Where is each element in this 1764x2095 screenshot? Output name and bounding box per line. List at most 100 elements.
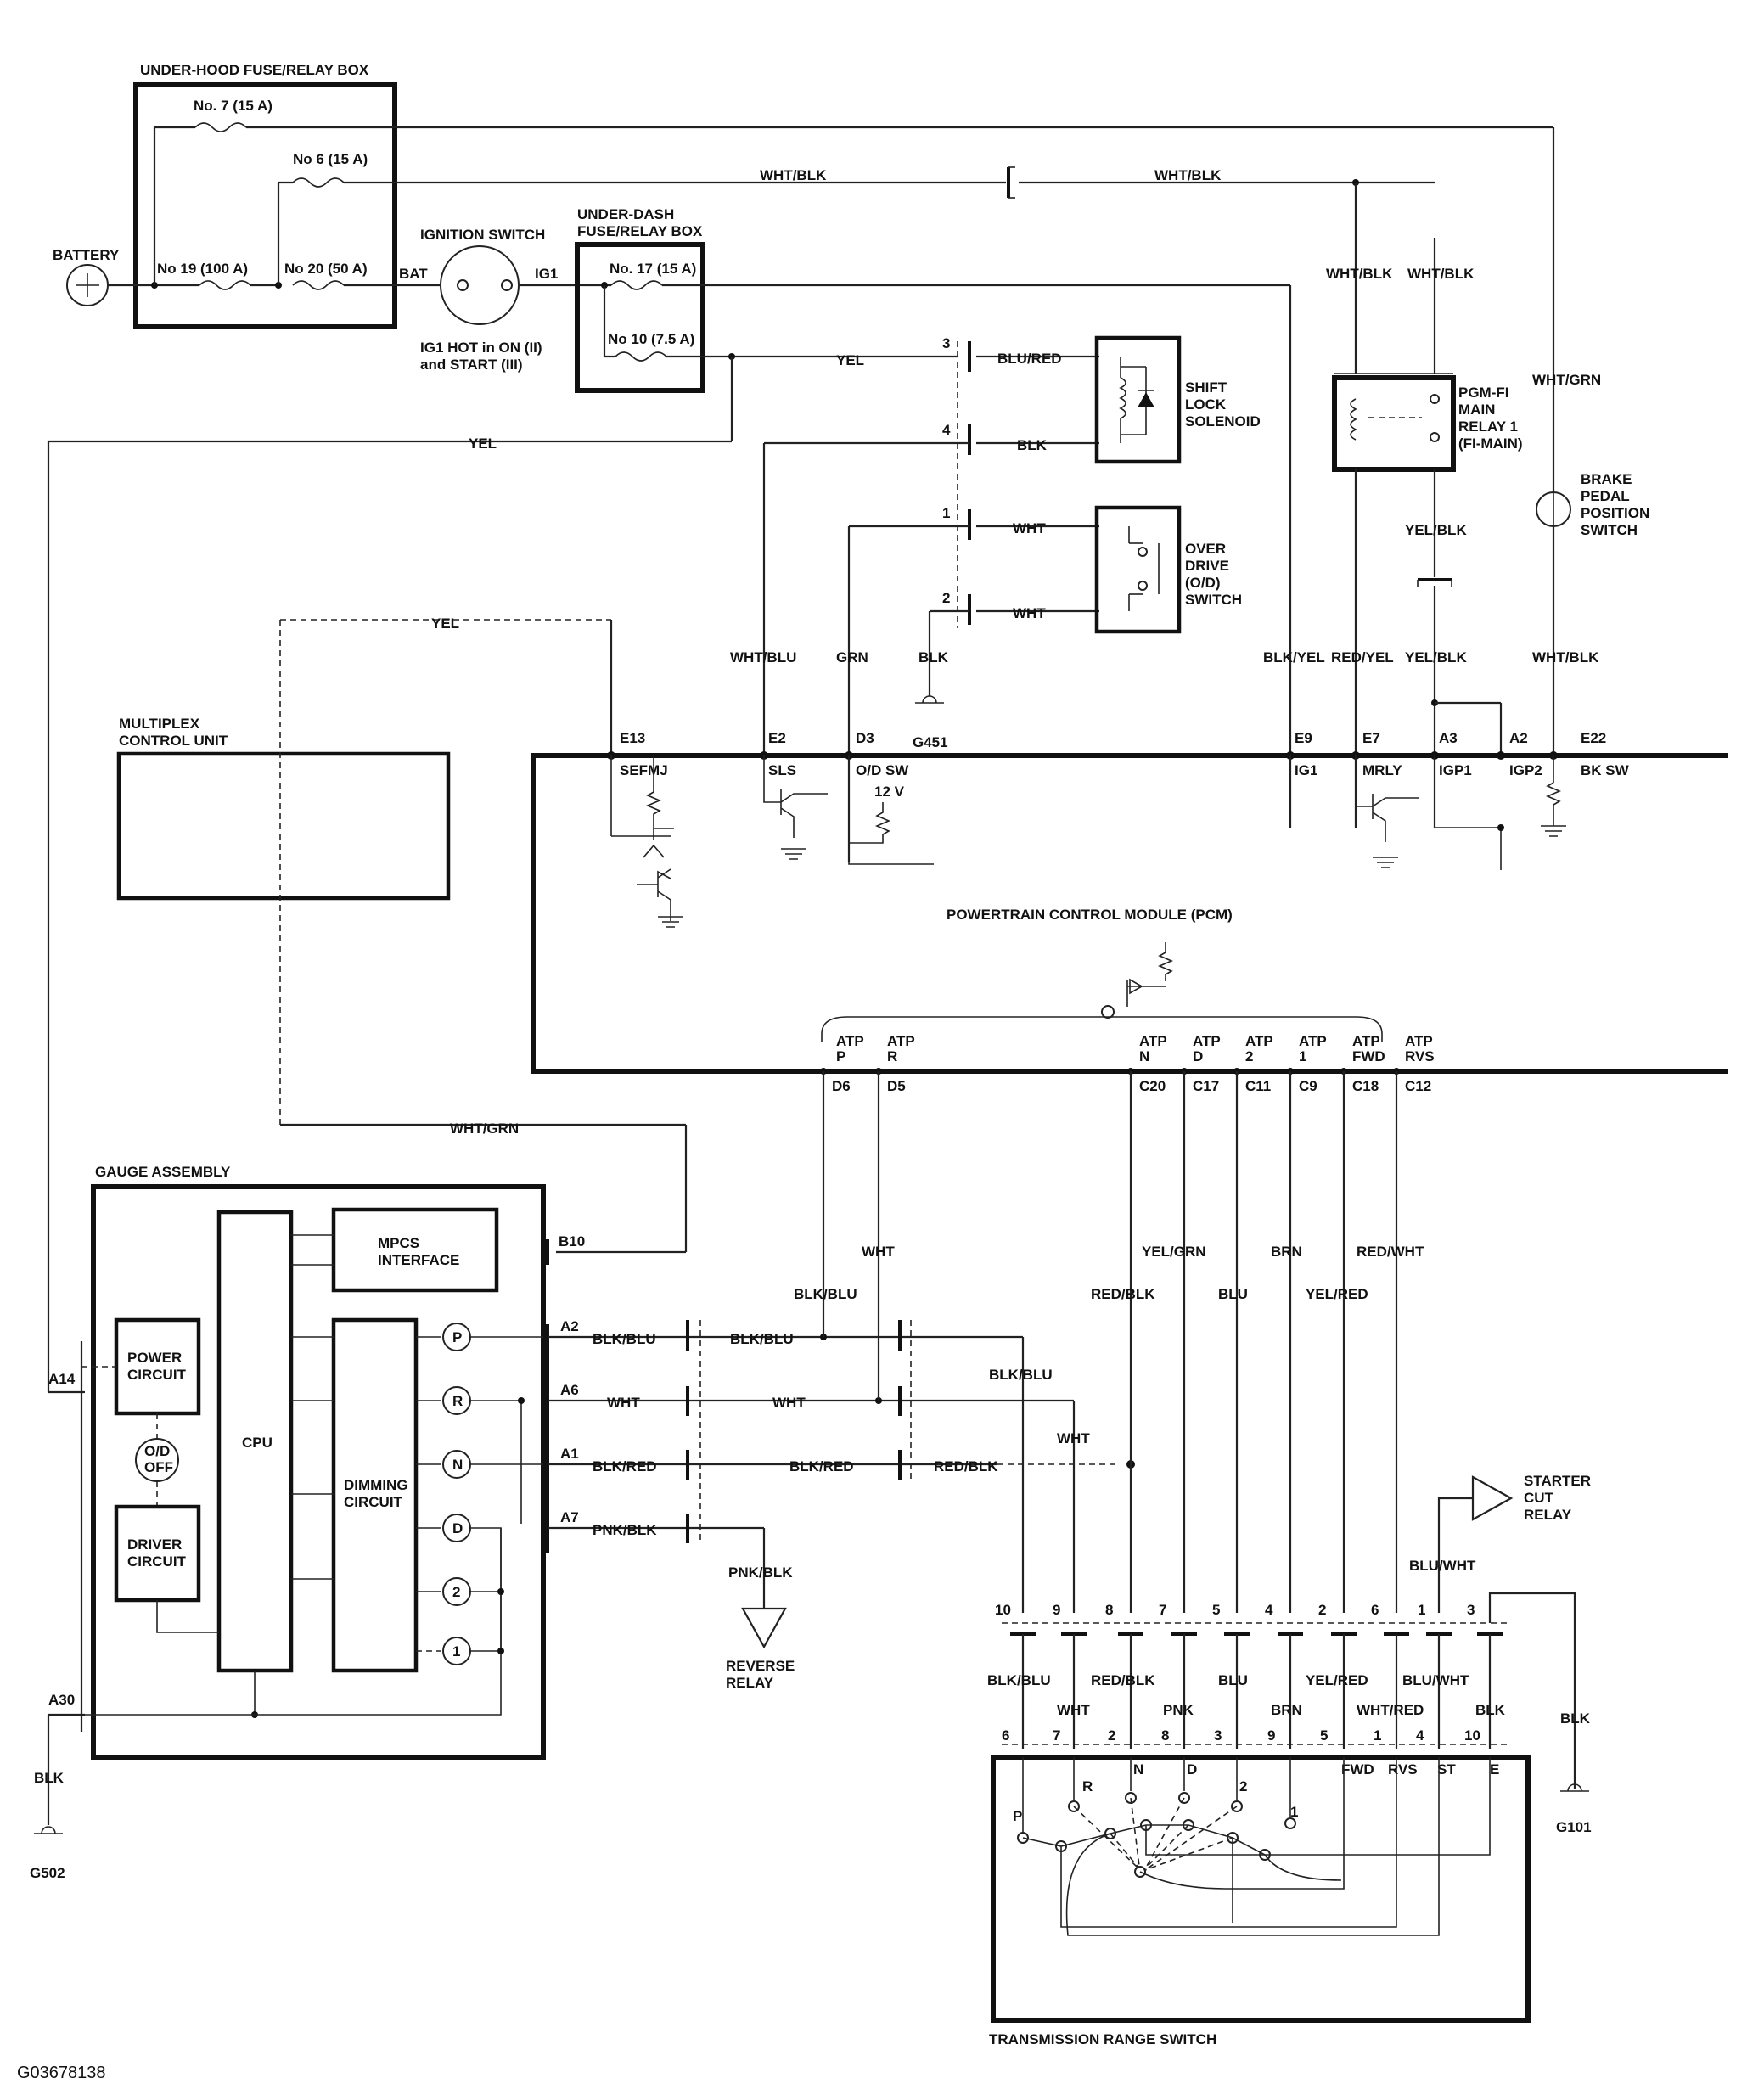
gauge-assembly-label: GAUGE ASSEMBLY	[95, 1164, 231, 1180]
trs-wires: BLK/BLU WHT RED/BLK PNK BLU BRN YEL/RED …	[987, 1634, 1511, 1749]
wire-brn-1: BRN	[1271, 1244, 1302, 1260]
od-pin-3: 3	[942, 335, 950, 351]
starter-cut-2: CUT	[1524, 1490, 1554, 1506]
atp-p-2: P	[836, 1048, 845, 1064]
wire-blu-red: BLU/RED	[997, 351, 1062, 367]
atp-d-1: ATP	[1193, 1033, 1221, 1049]
shift-lock-2: LOCK	[1185, 396, 1227, 413]
trs-pos-n: N	[1133, 1761, 1143, 1778]
wire-yel-blk-1: YEL/BLK	[1405, 522, 1467, 538]
fuse-7-icon	[194, 122, 247, 132]
trs-pos-rvs: RVS	[1388, 1761, 1418, 1778]
pcm-sig-sefmj: SEFMJ	[620, 762, 668, 778]
underdash-box-label-1: UNDER-DASH	[577, 206, 674, 222]
wire-yel-1: YEL	[836, 352, 864, 368]
driver-circuit-label-1: DRIVER	[127, 1536, 182, 1553]
od-off-label-2: OFF	[144, 1459, 173, 1475]
od-switch-box	[1094, 505, 1182, 634]
mpcs-label-1: MPCS	[378, 1235, 419, 1251]
multiplex-label-1: MULTIPLEX	[119, 716, 200, 732]
od-pin-4: 4	[942, 422, 951, 438]
atp-n-1: ATP	[1139, 1033, 1167, 1049]
atp-rvs-2: RVS	[1405, 1048, 1435, 1064]
pin-d5: D5	[887, 1078, 906, 1094]
trs-bottom-pin-3: 3	[1214, 1727, 1222, 1744]
ignition-switch-label: IGNITION SWITCH	[420, 227, 545, 243]
transmission-range-switch-box	[991, 1755, 1531, 2023]
pcm-sig-odsw: O/D SW	[856, 762, 909, 778]
dimming-label-1: DIMMING	[344, 1477, 408, 1493]
trs-bottom-pin-4: 4	[1416, 1727, 1424, 1744]
ground-g101: G101	[1556, 1819, 1592, 1835]
brake-switch-4: SWITCH	[1581, 522, 1638, 538]
trs-bottom-pin-2: 2	[1108, 1727, 1115, 1744]
bat-terminal: BAT	[399, 266, 428, 282]
trs-bottom-pin-10: 10	[1464, 1727, 1480, 1744]
trs-bottom-pin-7: 7	[1053, 1727, 1060, 1744]
atp-1-1: ATP	[1299, 1033, 1327, 1049]
od-pin-1: 1	[942, 505, 950, 521]
wire-wht-blk-3: WHT/BLK	[1326, 266, 1393, 282]
fuse-20-label: No 20 (50 A)	[284, 261, 368, 277]
wire-blk-blu-4: BLK/BLU	[989, 1367, 1053, 1383]
atp-fwd-2: FWD	[1352, 1048, 1385, 1064]
trs-top-pin-1: 1	[1418, 1602, 1425, 1618]
wire-wht-grn-2: WHT/GRN	[450, 1121, 519, 1137]
pin-c17: C17	[1193, 1078, 1219, 1094]
ignition-note-1: IG1 HOT in ON (II)	[420, 340, 542, 356]
ground-g502-icon	[41, 1826, 56, 1834]
trs-top-pin-9: 9	[1053, 1602, 1060, 1618]
driver-circuit-label-2: CIRCUIT	[127, 1553, 187, 1570]
solenoid-coil-icon	[1119, 377, 1126, 419]
ig1-terminal: IG1	[535, 266, 558, 282]
gauge-pin-a30: A30	[48, 1692, 75, 1708]
trs-wire-pnk: PNK	[1163, 1702, 1194, 1718]
pcm-top-pins: E13 SEFMJ E2 SLS D3 O/D SW E9 IG1 E7 MRL…	[607, 730, 1630, 778]
wire-wht-blk-1: WHT/BLK	[760, 167, 827, 183]
atp-2-1: ATP	[1245, 1033, 1273, 1049]
wire-blk-1: BLK	[1017, 437, 1048, 453]
trs-pos-e: E	[1490, 1761, 1499, 1778]
fuse-19-label: No 19 (100 A)	[157, 261, 248, 277]
pcm-pin-e2: E2	[768, 730, 786, 746]
trs-contacts	[1017, 1757, 1491, 1936]
indicator-n-label: N	[452, 1457, 463, 1473]
shift-lock-solenoid-box	[1094, 335, 1182, 464]
wire-yel-blk-2: YEL/BLK	[1405, 649, 1467, 666]
wire-pnk-blk-2: PNK/BLK	[728, 1564, 793, 1581]
ignition-note-2: and START (III)	[420, 357, 523, 373]
indicator-2-label: 2	[452, 1584, 460, 1600]
atp-p-1: ATP	[836, 1033, 864, 1049]
atp-1-2: 1	[1299, 1048, 1306, 1064]
pin-c18: C18	[1352, 1078, 1379, 1094]
cpu-label: CPU	[242, 1435, 272, 1451]
trs-pos-2: 2	[1239, 1778, 1247, 1795]
trs-wire-wht-red: WHT/RED	[1357, 1702, 1424, 1718]
fuse-6-label: No 6 (15 A)	[293, 151, 368, 167]
underhood-box-label: UNDER-HOOD FUSE/RELAY BOX	[140, 62, 369, 78]
pcm-sig-igp2: IGP2	[1509, 762, 1542, 778]
trs-pos-d: D	[1187, 1761, 1197, 1778]
fuse-17-label: No. 17 (15 A)	[610, 261, 696, 277]
atp-r-2: R	[887, 1048, 897, 1064]
starter-cut-relay-icon	[1471, 1475, 1514, 1521]
wire-blk-red-1: BLK/RED	[593, 1458, 657, 1474]
trs-bottom-pin-5: 5	[1320, 1727, 1328, 1744]
pin-c20: C20	[1139, 1078, 1166, 1094]
gauge-pin-a6: A6	[560, 1382, 579, 1398]
trs-bottom-pin-6: 6	[1002, 1727, 1009, 1744]
wire-wht-3: WHT	[607, 1395, 640, 1411]
od-switch-1: OVER	[1185, 541, 1226, 557]
figure-id: G03678138	[17, 2064, 106, 2082]
pgmfi-4: (FI-MAIN)	[1458, 435, 1523, 452]
mpcs-label-2: INTERFACE	[378, 1252, 459, 1268]
wire-wht-grn-1: WHT/GRN	[1532, 372, 1601, 388]
multiplex-control-unit-box	[116, 751, 451, 901]
fuse-6-icon	[292, 177, 345, 188]
pcm-label: POWERTRAIN CONTROL MODULE (PCM)	[947, 907, 1233, 923]
atp-fwd-1: ATP	[1352, 1033, 1380, 1049]
fuse-20-icon	[292, 280, 345, 290]
atp-n-2: N	[1139, 1048, 1149, 1064]
trs-wire-brn: BRN	[1271, 1702, 1302, 1718]
ground-g451: G451	[913, 734, 948, 750]
